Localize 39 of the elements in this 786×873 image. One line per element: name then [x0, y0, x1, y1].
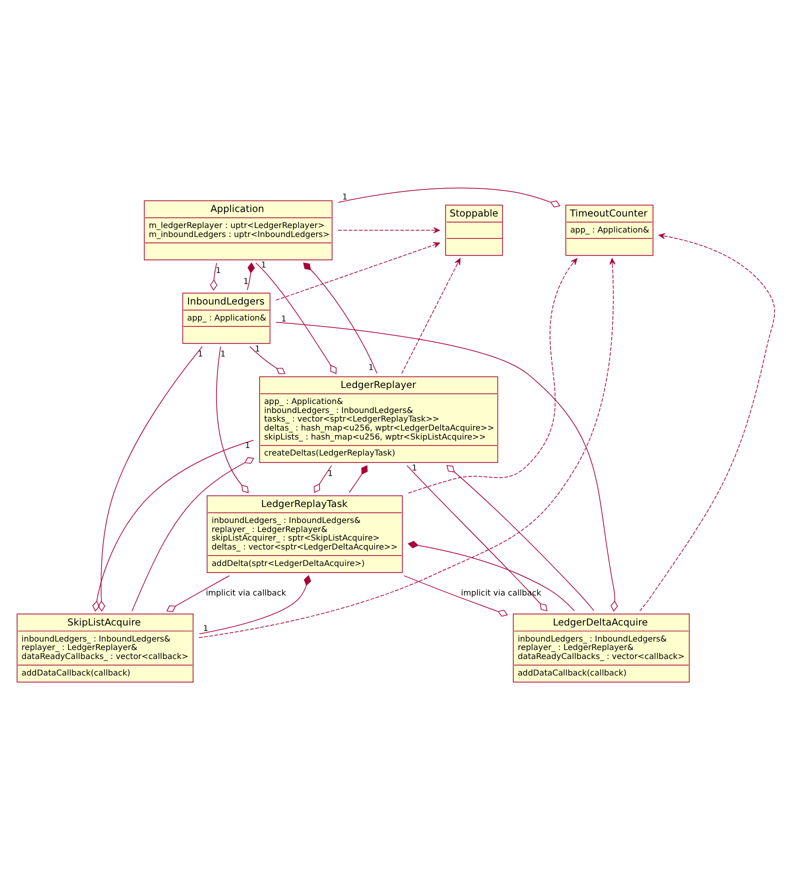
edge-label: implicit via callback [206, 587, 286, 598]
edge-label: 1 [244, 440, 250, 450]
edge-label: 1 [368, 362, 374, 372]
edge-label: 1 [260, 260, 266, 270]
edge-label: 1 [203, 623, 208, 634]
edge-label: 1 [198, 348, 203, 359]
connector [338, 188, 560, 208]
connector [246, 262, 255, 290]
connector [216, 346, 249, 494]
connector [98, 346, 203, 612]
edge-label: 1 [254, 343, 260, 354]
connector [132, 457, 254, 612]
arrow [198, 258, 616, 638]
connector [348, 465, 368, 493]
edge-label: 1 [281, 314, 286, 324]
connector [166, 575, 230, 612]
connector [256, 262, 337, 374]
connector [404, 575, 508, 617]
connector [210, 262, 218, 291]
edge-label: 1 [220, 348, 226, 358]
connector [249, 346, 286, 374]
connector [406, 465, 548, 612]
connector [276, 322, 618, 612]
edge-label: 1 [216, 265, 221, 276]
edge-label: 1 [342, 192, 348, 202]
connector [92, 440, 254, 612]
arrow [401, 258, 460, 374]
arrow [408, 258, 578, 494]
edge-label: 1 [328, 468, 333, 478]
connector [446, 465, 594, 612]
connector [303, 262, 378, 374]
connector [314, 465, 332, 494]
arrow [276, 242, 440, 301]
edge-label: 1 [412, 462, 418, 473]
edge-label: 1 [243, 276, 249, 286]
connector [408, 540, 575, 612]
arrow [639, 233, 775, 612]
connector [198, 575, 312, 634]
arrow [338, 227, 440, 234]
